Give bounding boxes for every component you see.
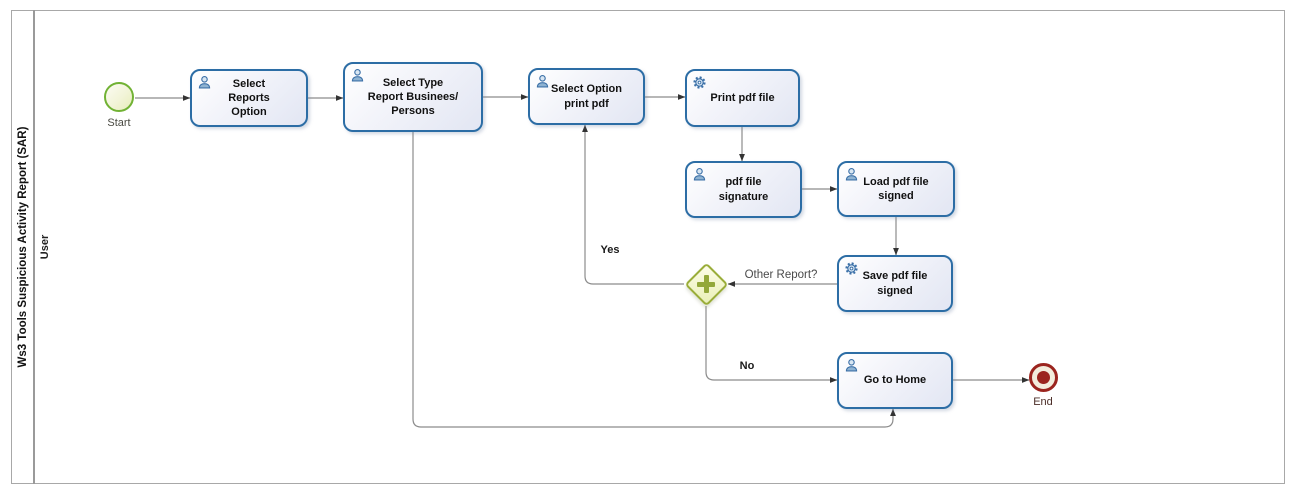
pool-title-cell: Ws3 Tools Suspicious Activity Report (SA… — [11, 10, 34, 484]
task-label: Select Type Report Businees/ Persons — [367, 76, 459, 118]
task-select-type-report[interactable]: Select Type Report Businees/ Persons — [343, 62, 483, 132]
gear-icon — [693, 76, 706, 89]
user-icon — [845, 168, 858, 181]
gear-icon — [845, 262, 858, 275]
task-label: Go to Home — [863, 374, 927, 387]
task-label: Select Option print pdf — [551, 83, 622, 110]
start-event-label: Start — [107, 117, 131, 129]
flow-label-yes: Yes — [600, 244, 620, 256]
task-select-reports-option[interactable]: Select Reports Option — [190, 69, 308, 127]
flow-label-no: No — [739, 360, 755, 372]
user-icon — [351, 69, 364, 82]
task-label: Print pdf file — [710, 91, 775, 104]
task-go-to-home[interactable]: Go to Home — [837, 352, 953, 409]
user-icon — [693, 168, 706, 181]
task-pdf-file-signature[interactable]: pdf file signature — [685, 161, 802, 218]
lane-user: User — [34, 10, 56, 484]
user-icon — [845, 359, 858, 372]
task-label: Load pdf file signed — [863, 175, 929, 202]
gateway-other-report[interactable] — [684, 262, 728, 306]
start-event[interactable] — [104, 82, 134, 112]
task-print-pdf-file[interactable]: Print pdf file — [685, 69, 800, 127]
lane-label: User — [39, 234, 51, 260]
task-select-option-print-pdf[interactable]: Select Option print pdf — [528, 68, 645, 125]
flow-label-other-report: Other Report? — [744, 269, 818, 281]
plus-icon — [684, 262, 728, 306]
task-save-pdf-file-signed[interactable]: Save pdf file signed — [837, 255, 953, 312]
end-event[interactable] — [1029, 363, 1058, 392]
user-icon — [198, 76, 211, 89]
end-event-label: End — [1033, 396, 1053, 408]
task-load-pdf-file-signed[interactable]: Load pdf file signed — [837, 161, 955, 217]
task-label: Save pdf file signed — [862, 270, 928, 297]
end-event-inner-circle — [1037, 371, 1050, 384]
task-label: Select Reports Option — [228, 77, 270, 119]
pool-title: Ws3 Tools Suspicious Activity Report (SA… — [16, 126, 29, 368]
task-label: pdf file signature — [718, 176, 769, 203]
user-icon — [536, 75, 549, 88]
pool-title-divider — [33, 10, 35, 484]
